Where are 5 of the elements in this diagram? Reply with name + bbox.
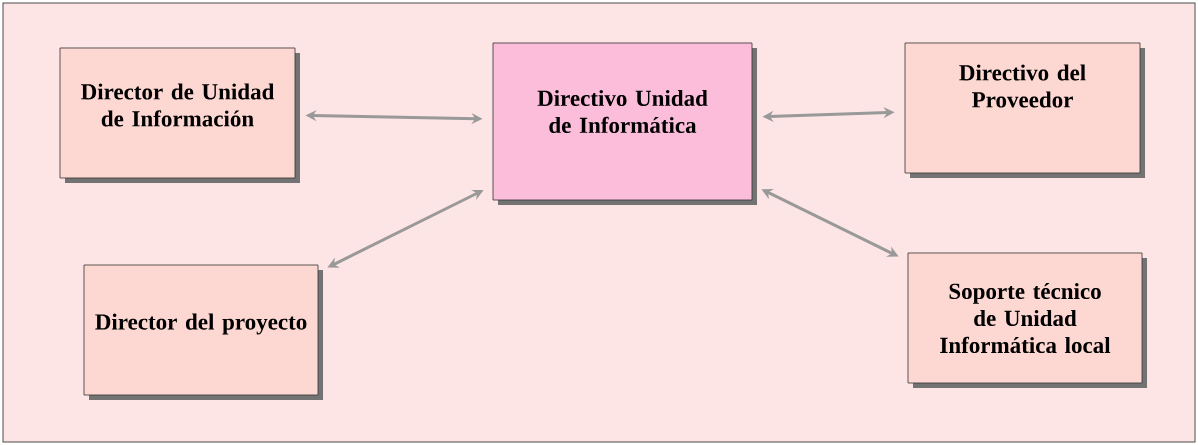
role-box: Soporte técnico de Unidad Informática local <box>907 252 1147 388</box>
role-box: Director del proyecto <box>83 264 323 400</box>
role-box: Directivo del Proveedor <box>904 42 1145 178</box>
role-box: Directivo Unidad de Informática <box>492 42 757 205</box>
role-box: Director de Unidad de Información <box>59 47 300 183</box>
